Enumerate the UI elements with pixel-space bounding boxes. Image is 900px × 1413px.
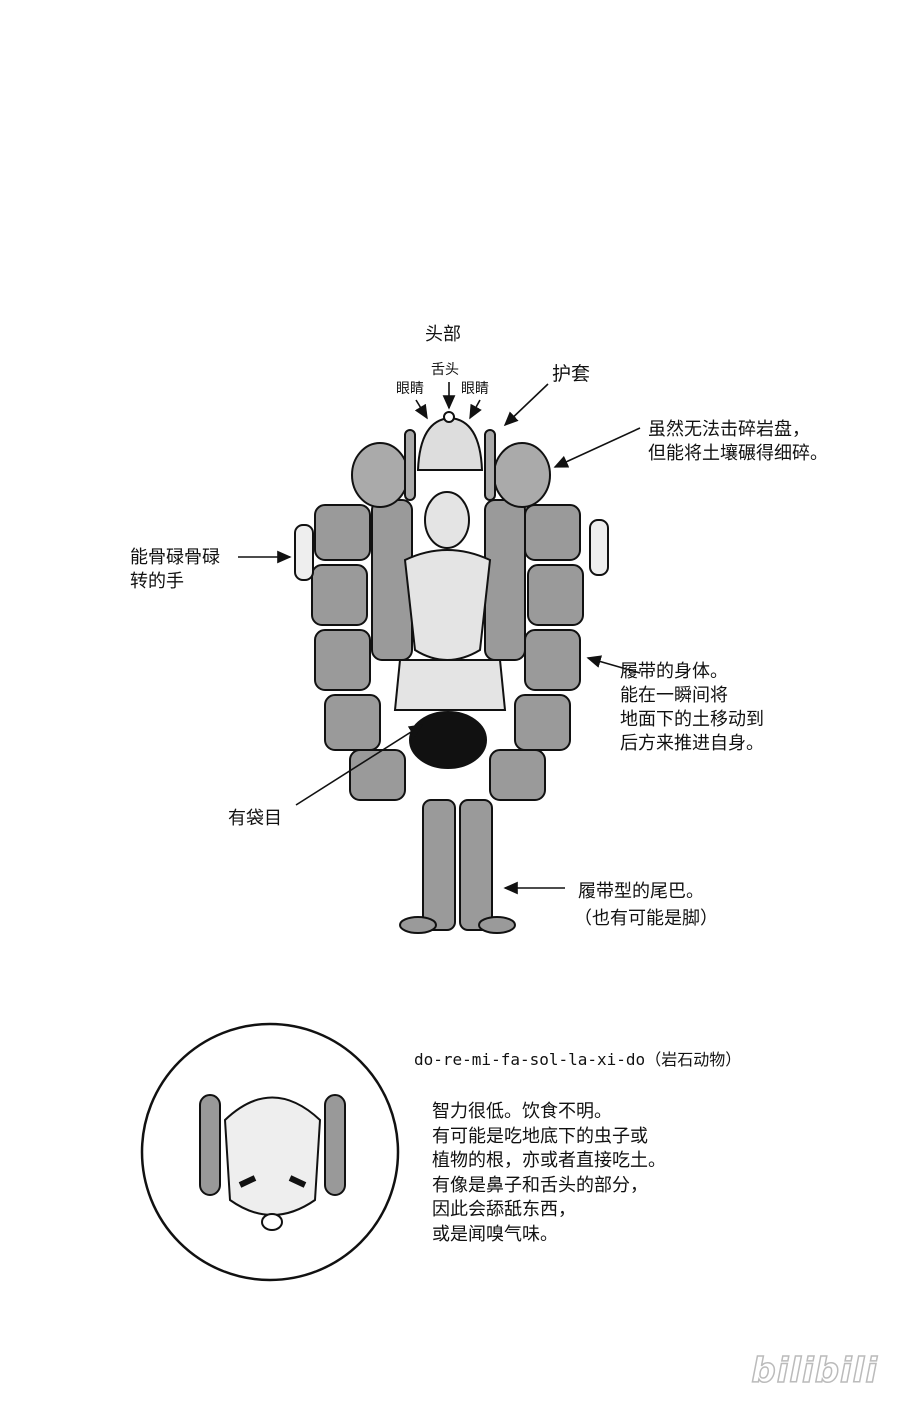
head <box>416 411 484 471</box>
left-track <box>311 499 413 801</box>
hand-note: 能骨碌骨碌 转的手 <box>130 546 220 594</box>
tail-note-line: （也有可能是脚） <box>574 908 718 929</box>
head-label: 头部 <box>425 324 461 345</box>
ear-note-line: 但能将土壤碾得细碎。 <box>648 443 828 464</box>
right-track <box>484 499 584 801</box>
body-note: 履带的身体。 能在一瞬间将 地面下的土移动到 后方来推进自身。 <box>620 660 764 756</box>
portrait-medallion <box>140 1022 400 1282</box>
profile-description: 智力很低。饮食不明。 有可能是吃地底下的虫子或 植物的根，亦或者直接吃土。 有像… <box>432 1100 666 1247</box>
hand-note-line: 转的手 <box>130 571 184 592</box>
hand-note-line: 能骨碌骨碌 <box>130 547 220 568</box>
rider-figure <box>393 491 507 769</box>
body-note-line: 履带的身体。 <box>620 661 728 682</box>
eye-left-label: 眼睛 <box>396 381 424 397</box>
tail-note-line: 履带型的尾巴。 <box>578 881 704 902</box>
guard-label: 护套 <box>552 363 591 385</box>
profile-title: do-re-mi-fa-sol-la-xi-do（岩石动物） <box>414 1050 742 1069</box>
profile-line: 有像是鼻子和舌头的部分， <box>432 1174 648 1196</box>
body-note-line: 后方来推进自身。 <box>620 733 764 754</box>
marsupial-label: 有袋目 <box>228 808 282 829</box>
profile-line: 植物的根，亦或者直接吃土。 <box>432 1150 666 1171</box>
hands <box>294 519 609 581</box>
tail-track <box>399 799 516 934</box>
profile-line: 有可能是吃地底下的虫子或 <box>432 1125 648 1147</box>
profile-line: 或是闻嗅气味。 <box>432 1223 558 1245</box>
ear-note-line: 虽然无法击碎岩盘， <box>648 419 810 440</box>
ears <box>351 429 551 508</box>
profile-line: 智力很低。饮食不明。 <box>432 1101 612 1122</box>
bilibili-watermark: bilibili <box>751 1350 878 1392</box>
profile-line: 因此会舔舐东西， <box>432 1199 576 1220</box>
body-note-line: 地面下的土移动到 <box>620 709 764 730</box>
arrows <box>238 382 641 895</box>
ear-note: 虽然无法击碎岩盘， 但能将土壤碾得细碎。 <box>648 418 828 466</box>
tongue-label: 舌头 <box>431 362 459 378</box>
eye-right-label: 眼睛 <box>461 381 489 397</box>
body-note-line: 能在一瞬间将 <box>620 685 728 706</box>
tail-note: 履带型的尾巴。 （也有可能是脚） <box>574 878 718 932</box>
